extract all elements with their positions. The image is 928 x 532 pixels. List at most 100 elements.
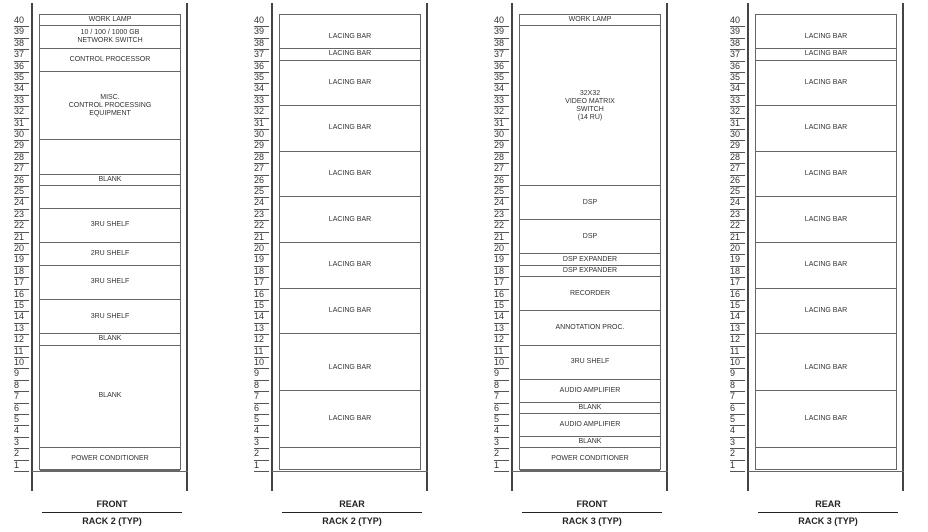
- ru-number: 31: [494, 118, 509, 130]
- rack-device: WORK LAMP: [520, 15, 660, 27]
- ru-number: 24: [730, 197, 745, 210]
- rack-side-label: FRONT: [576, 499, 608, 509]
- rack-device: DSP: [520, 220, 660, 255]
- ru-number: 24: [494, 197, 509, 210]
- ru-number: 3: [494, 437, 509, 450]
- ru-number: 38: [494, 38, 509, 51]
- ru-number: 34: [494, 83, 509, 96]
- ru-number: 39: [494, 26, 509, 39]
- rack-title-underline: [522, 512, 662, 513]
- rack-device: BLANK: [40, 346, 180, 449]
- ru-number: 36: [730, 61, 745, 73]
- ru-number: 12: [730, 334, 745, 347]
- ru-number: 6: [730, 403, 745, 415]
- ru-number: 3: [730, 437, 745, 450]
- ru-number: 7: [254, 391, 269, 404]
- ru-number: 7: [730, 391, 745, 404]
- ru-number: 5: [730, 414, 745, 427]
- ru-number: 1: [494, 460, 509, 472]
- ru-number: 13: [730, 323, 745, 336]
- ru-number: 26: [254, 175, 269, 187]
- ru-number: 26: [14, 175, 29, 187]
- ru-number: 18: [730, 266, 745, 279]
- rack-device: LACING BAR: [280, 391, 420, 449]
- ru-number: 11: [494, 346, 509, 358]
- ru-number: 10: [730, 357, 745, 370]
- ru-number: 18: [254, 266, 269, 279]
- ru-number: 4: [254, 425, 269, 438]
- ru-number: 2: [254, 448, 269, 461]
- rack-device: WORK LAMP: [40, 15, 180, 27]
- ru-number: 21: [254, 232, 269, 244]
- rack-device: 3RU SHELF: [520, 346, 660, 380]
- ru-number: 27: [254, 163, 269, 176]
- ru-number: 4: [494, 425, 509, 438]
- ru-number: 11: [254, 346, 269, 358]
- rack-device: DSP EXPANDER: [520, 266, 660, 278]
- ru-number: 23: [254, 209, 269, 222]
- ru-number: 25: [730, 186, 745, 199]
- ru-number: 37: [494, 49, 509, 62]
- ru-number: 23: [494, 209, 509, 222]
- rack-device: [40, 140, 180, 175]
- ru-number: 26: [730, 175, 745, 187]
- rack-device: LACING BAR: [756, 61, 896, 107]
- rack-device: ANNOTATION PROC.: [520, 311, 660, 346]
- ru-number: 28: [494, 152, 509, 165]
- ru-number: 8: [494, 380, 509, 393]
- rack-device: LACING BAR: [756, 26, 896, 50]
- ru-number: 22: [14, 220, 29, 233]
- ru-number: 39: [254, 26, 269, 39]
- ru-number: 22: [254, 220, 269, 233]
- ru-number: 30: [14, 129, 29, 142]
- rack-device: [40, 186, 180, 209]
- ru-number: 31: [14, 118, 29, 130]
- rack-device: LACING BAR: [280, 346, 420, 392]
- ru-number: 39: [14, 26, 29, 39]
- rack-device: LACING BAR: [280, 106, 420, 152]
- ru-number: 38: [14, 38, 29, 51]
- ru-number: 33: [14, 95, 29, 108]
- rack-device: RECORDER: [520, 277, 660, 312]
- ru-number: 34: [730, 83, 745, 96]
- ru-number: 36: [254, 61, 269, 73]
- ru-number: 10: [494, 357, 509, 370]
- ru-number: 37: [254, 49, 269, 62]
- rack-device: LACING BAR: [280, 49, 420, 61]
- ru-number: 38: [254, 38, 269, 51]
- ru-number: 1: [254, 460, 269, 472]
- rack-device: CONTROL PROCESSOR: [40, 49, 180, 72]
- rack-device: MISC. CONTROL PROCESSING EQUIPMENT: [40, 72, 180, 141]
- ru-number: 23: [730, 209, 745, 222]
- ru-number: 29: [254, 140, 269, 153]
- rack-device: LACING BAR: [280, 197, 420, 243]
- rack-device: LACING BAR: [280, 243, 420, 289]
- rack-device: DSP EXPANDER: [520, 254, 660, 266]
- ru-number: 14: [254, 311, 269, 324]
- ru-number: 5: [14, 414, 29, 427]
- ru-number: 32: [730, 106, 745, 119]
- ru-number: 26: [494, 175, 509, 187]
- ru-number: 12: [494, 334, 509, 347]
- rack-name-label: RACK 3 (TYP): [798, 516, 858, 526]
- ru-number: 19: [730, 254, 745, 267]
- ru-number: 24: [254, 197, 269, 210]
- ru-number: 18: [494, 266, 509, 279]
- ru-number: 25: [254, 186, 269, 199]
- ru-number: 28: [730, 152, 745, 165]
- ru-number: 35: [730, 72, 745, 85]
- rack-device: DSP: [520, 186, 660, 221]
- ru-number: 16: [254, 289, 269, 301]
- ru-number: 30: [254, 129, 269, 142]
- rack-device: LACING BAR: [756, 197, 896, 243]
- ru-number: 31: [730, 118, 745, 130]
- ru-number: 32: [254, 106, 269, 119]
- ru-number: 39: [730, 26, 745, 39]
- ru-number: 9: [494, 368, 509, 381]
- rack-side-label: REAR: [815, 499, 841, 509]
- ru-number: 14: [730, 311, 745, 324]
- ru-number: 3: [254, 437, 269, 450]
- ru-number: 11: [14, 346, 29, 358]
